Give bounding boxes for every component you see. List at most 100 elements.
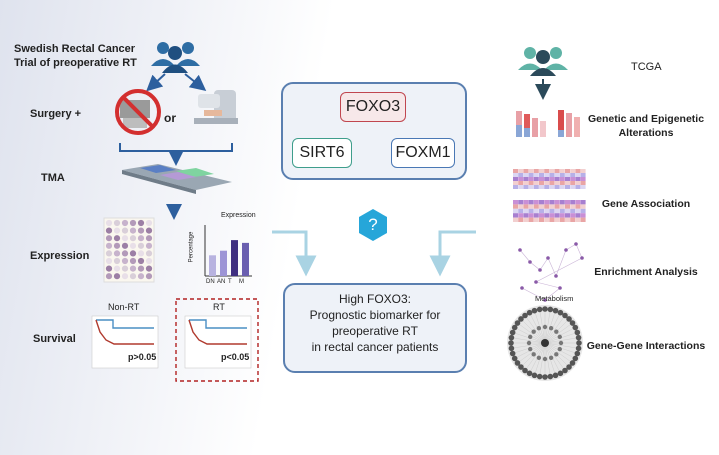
conclusion-line1: High FOXO3: [338, 292, 412, 306]
heatmap-cell [523, 200, 529, 205]
conclusion-line4: in rectal cancer patients [311, 340, 439, 354]
ggi-node [548, 355, 554, 360]
ggi-edge [524, 315, 546, 344]
no-surgery-icon [115, 89, 161, 135]
heatmap-cell [549, 217, 555, 222]
expression-chart-ylabel: Percentage [188, 231, 195, 263]
heatmap-cell [533, 177, 539, 181]
heatmap-cell [539, 181, 544, 185]
heatmap-cell [575, 200, 581, 205]
heatmap-cell [575, 213, 581, 218]
ihc-core [145, 242, 153, 249]
network-node [564, 248, 568, 252]
heatmap-cell [549, 208, 555, 214]
heatmap-cell [559, 208, 565, 214]
question-hexagon-icon [359, 209, 387, 241]
ggi-node [526, 340, 532, 346]
ggi-node [557, 309, 564, 316]
expression-category-label: M [239, 279, 244, 285]
ihc-core [145, 219, 153, 227]
ihc-core [113, 242, 121, 249]
ggi-node [569, 360, 576, 366]
ihc-core [121, 257, 129, 265]
heatmap-cell [513, 173, 518, 177]
heatmap-cell [570, 185, 576, 189]
ihc-core [129, 250, 137, 257]
heatmap-cell [513, 204, 518, 209]
ggi-edge [544, 342, 573, 364]
heatmap-cell [513, 177, 518, 181]
heatmap-cell [575, 173, 581, 177]
heatmap-cell [533, 217, 539, 222]
heatmap-cell [533, 185, 539, 189]
ggi-label: Gene-Gene Interactions [586, 340, 706, 352]
tcga-people-icon [518, 47, 568, 76]
heatmap-cell [528, 185, 534, 189]
ihc-core [129, 227, 137, 234]
heatmap-cell [565, 177, 570, 181]
ihc-core [121, 235, 129, 242]
heatmap-cell [528, 208, 534, 214]
heatmap-cell [570, 181, 576, 185]
heatmap-cell [528, 177, 534, 181]
ggi-edge [539, 309, 546, 344]
heatmap-cell [544, 217, 550, 222]
heatmap-cell [580, 185, 586, 189]
heatmap-cell [528, 217, 534, 222]
heatmap-cell [523, 185, 529, 189]
ggi-edge [544, 337, 579, 344]
heatmap-cell [544, 185, 550, 189]
heatmap-cell [565, 213, 570, 218]
heatmap-cell [559, 200, 565, 205]
ggi-node [552, 307, 559, 314]
heatmap-cell [544, 169, 550, 173]
heatmap-cell [518, 204, 524, 209]
heatmap-cell [533, 213, 539, 218]
ggi-center-node [541, 339, 549, 347]
heatmap-cell [565, 185, 570, 189]
heatmap-cell [559, 173, 565, 177]
ggi-node [557, 346, 562, 352]
heatmap-cell [580, 173, 586, 177]
heatmap-cell [565, 217, 570, 222]
conclusion-box [283, 283, 467, 373]
heatmap-cell [554, 177, 560, 181]
trial-title-line2: Trial of preoperative RT [14, 57, 137, 69]
heatmap-cell [528, 213, 534, 218]
ihc-core [105, 219, 113, 227]
heatmap-cell [565, 173, 570, 177]
heatmap-cell [570, 173, 576, 177]
ihc-core [137, 235, 145, 242]
ihc-core [137, 265, 145, 272]
heatmap-cell [544, 181, 550, 185]
ihc-core [137, 273, 145, 280]
bracket [119, 143, 233, 152]
ggi-edge [517, 342, 546, 364]
network-edge [521, 287, 546, 301]
ggi-node [547, 373, 554, 380]
ggi-node [542, 374, 548, 380]
network-edge [575, 243, 583, 259]
km-plot-non-rt [91, 315, 159, 369]
survival-label: Survival [33, 333, 76, 345]
ggi-edge [544, 309, 551, 344]
ggi-node [566, 364, 572, 370]
ihc-core [105, 242, 113, 249]
ggi-edge [544, 342, 566, 371]
heatmap-cell [513, 169, 518, 173]
heatmap-cell [513, 200, 518, 205]
heatmap-cell [528, 169, 534, 173]
heatmap-cell [570, 208, 576, 214]
heatmap-cell [533, 169, 539, 173]
heatmap-cell [539, 208, 544, 214]
arrow-to-surgery [146, 73, 166, 92]
heatmap-cell [513, 185, 518, 189]
ggi-node [574, 350, 581, 357]
ggi-node [531, 372, 538, 379]
ihc-core [145, 250, 153, 257]
network-node [518, 248, 522, 252]
ggi-node [508, 334, 515, 341]
heatmap-cell [539, 169, 544, 173]
ihc-core [113, 265, 121, 272]
ggi-node [511, 324, 518, 331]
